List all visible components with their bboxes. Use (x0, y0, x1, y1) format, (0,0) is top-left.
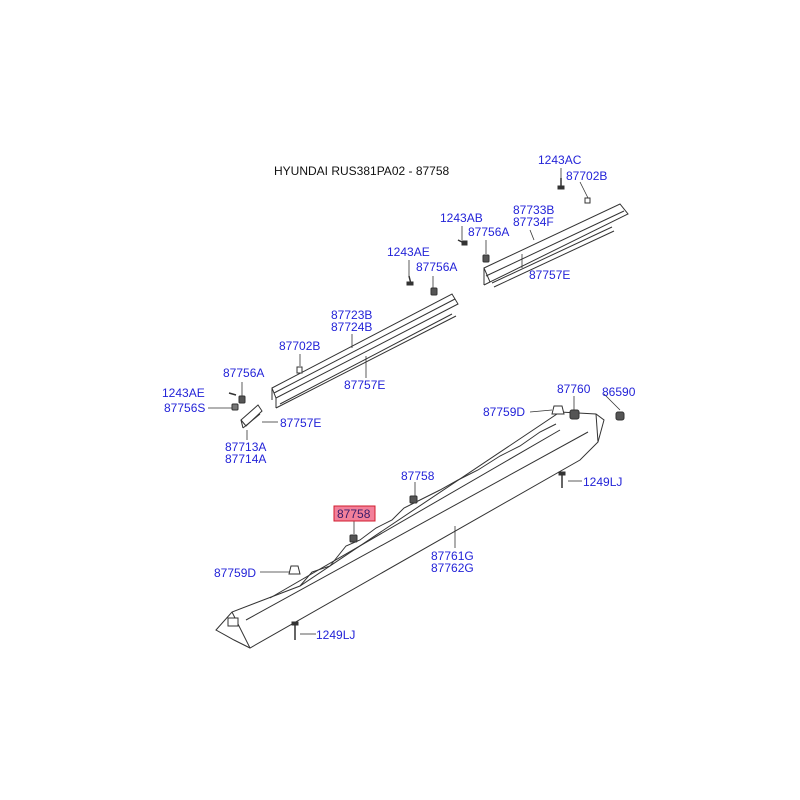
screw-1243AE-1 (406, 275, 414, 286)
label-87733B[interactable]: 87733B (513, 203, 554, 217)
screw-1243AC (557, 178, 565, 190)
label-87714A[interactable]: 87714A (225, 452, 266, 466)
clip-87756A-1 (482, 254, 490, 263)
clip-87702B-mid (296, 366, 303, 374)
leader-lines (208, 168, 621, 635)
label-87759D-2[interactable]: 87759D (214, 566, 256, 580)
label-1249LJ-2[interactable]: 1249LJ (316, 628, 355, 642)
label-1243AE-2[interactable]: 1243AE (162, 386, 205, 400)
screw-1243AB (457, 239, 468, 246)
label-87713A[interactable]: 87713A (225, 440, 266, 454)
label-87759D-1[interactable]: 87759D (483, 405, 525, 419)
label-1243AC[interactable]: 1243AC (538, 153, 582, 167)
label-87757E-3[interactable]: 87757E (280, 416, 321, 430)
label-87756A-3[interactable]: 87756A (223, 366, 264, 380)
clip-87758-upper (409, 495, 418, 504)
label-87760[interactable]: 87760 (557, 382, 591, 396)
label-1243AE-1[interactable]: 1243AE (387, 245, 430, 259)
label-87757E-1[interactable]: 87757E (529, 268, 570, 282)
callout-labels: 1243AC 87702B 1243AB 87733B 87734F 87756… (162, 153, 636, 642)
grommet-86590 (615, 411, 625, 421)
clip-87702B-top (584, 197, 591, 204)
label-87758-highlighted[interactable]: 87758 (337, 507, 371, 521)
middle-moulding (271, 293, 459, 409)
side-sill-panel (215, 411, 605, 649)
clip-87758-highlighted (349, 534, 358, 543)
label-1243AB[interactable]: 1243AB (440, 211, 483, 225)
label-87757E-2[interactable]: 87757E (344, 378, 385, 392)
screw-1243AE-2 (228, 392, 237, 396)
label-87761G[interactable]: 87761G (431, 549, 474, 563)
diagram-title: HYUNDAI RUS381PA02 - 87758 (274, 164, 450, 178)
label-87702B-mid[interactable]: 87702B (279, 339, 320, 353)
clip-87760 (569, 409, 580, 420)
clip-87756A-3 (238, 395, 246, 404)
front-small-moulding (240, 404, 263, 429)
label-87724B[interactable]: 87724B (331, 320, 372, 334)
label-87758-upper[interactable]: 87758 (401, 469, 435, 483)
clip-87756A-2 (430, 287, 438, 296)
clip-87759D-1 (551, 405, 565, 415)
label-1249LJ-1[interactable]: 1249LJ (583, 475, 622, 489)
label-87762G[interactable]: 87762G (431, 561, 474, 575)
clip-87756S (231, 403, 239, 411)
screw-1249LJ-1 (558, 471, 566, 488)
screw-1249LJ-2 (291, 621, 299, 640)
upper-rear-moulding (483, 203, 629, 288)
label-87734F[interactable]: 87734F (513, 215, 554, 229)
highlight-box (333, 505, 376, 522)
label-87756A-1[interactable]: 87756A (468, 225, 509, 239)
label-87756S[interactable]: 87756S (164, 401, 205, 415)
label-87723B[interactable]: 87723B (331, 308, 372, 322)
label-86590[interactable]: 86590 (602, 385, 636, 399)
label-87756A-2[interactable]: 87756A (416, 260, 457, 274)
clip-87759D-2 (288, 565, 301, 575)
label-87702B-top[interactable]: 87702B (566, 169, 607, 183)
